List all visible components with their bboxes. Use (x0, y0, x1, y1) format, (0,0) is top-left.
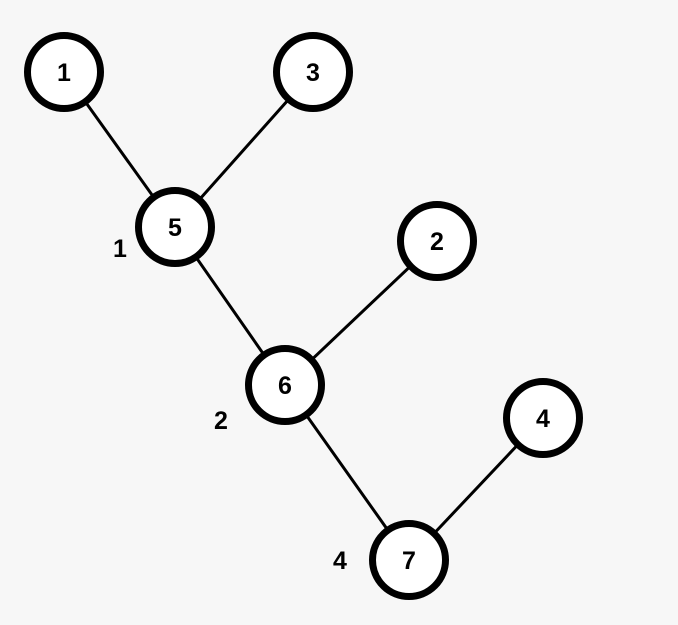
node-circle-6[interactable] (245, 345, 325, 425)
node-label-3: 3 (306, 59, 320, 87)
graph-node-1[interactable]: 1 (24, 32, 104, 112)
node-circle-4[interactable] (503, 378, 583, 458)
nodes-group: 1 3 5 2 6 4 7 (24, 32, 583, 600)
edge-labels-group: 1 2 4 (113, 235, 347, 575)
node-label-5: 5 (168, 214, 182, 242)
node-circle-5[interactable] (135, 187, 215, 267)
edge-label-a3: 4 (333, 547, 347, 575)
graph-node-2[interactable]: 2 (397, 201, 477, 281)
node-label-7: 7 (402, 547, 416, 575)
node-circle-3[interactable] (273, 32, 353, 112)
node-label-2: 2 (430, 228, 444, 256)
graph-node-5[interactable]: 5 (135, 187, 215, 267)
node-circle-7[interactable] (369, 520, 449, 600)
edge-label-a2: 2 (214, 407, 228, 435)
graph-node-3[interactable]: 3 (273, 32, 353, 112)
graph-node-4[interactable]: 4 (503, 378, 583, 458)
node-label-1: 1 (57, 59, 71, 87)
node-label-4: 4 (536, 405, 550, 433)
graph-node-6[interactable]: 6 (245, 345, 325, 425)
edge-label-a1: 1 (113, 235, 127, 263)
graph-node-7[interactable]: 7 (369, 520, 449, 600)
edges-group (62, 70, 545, 562)
node-label-6: 6 (278, 372, 292, 400)
node-circle-2[interactable] (397, 201, 477, 281)
node-circle-1[interactable] (24, 32, 104, 112)
